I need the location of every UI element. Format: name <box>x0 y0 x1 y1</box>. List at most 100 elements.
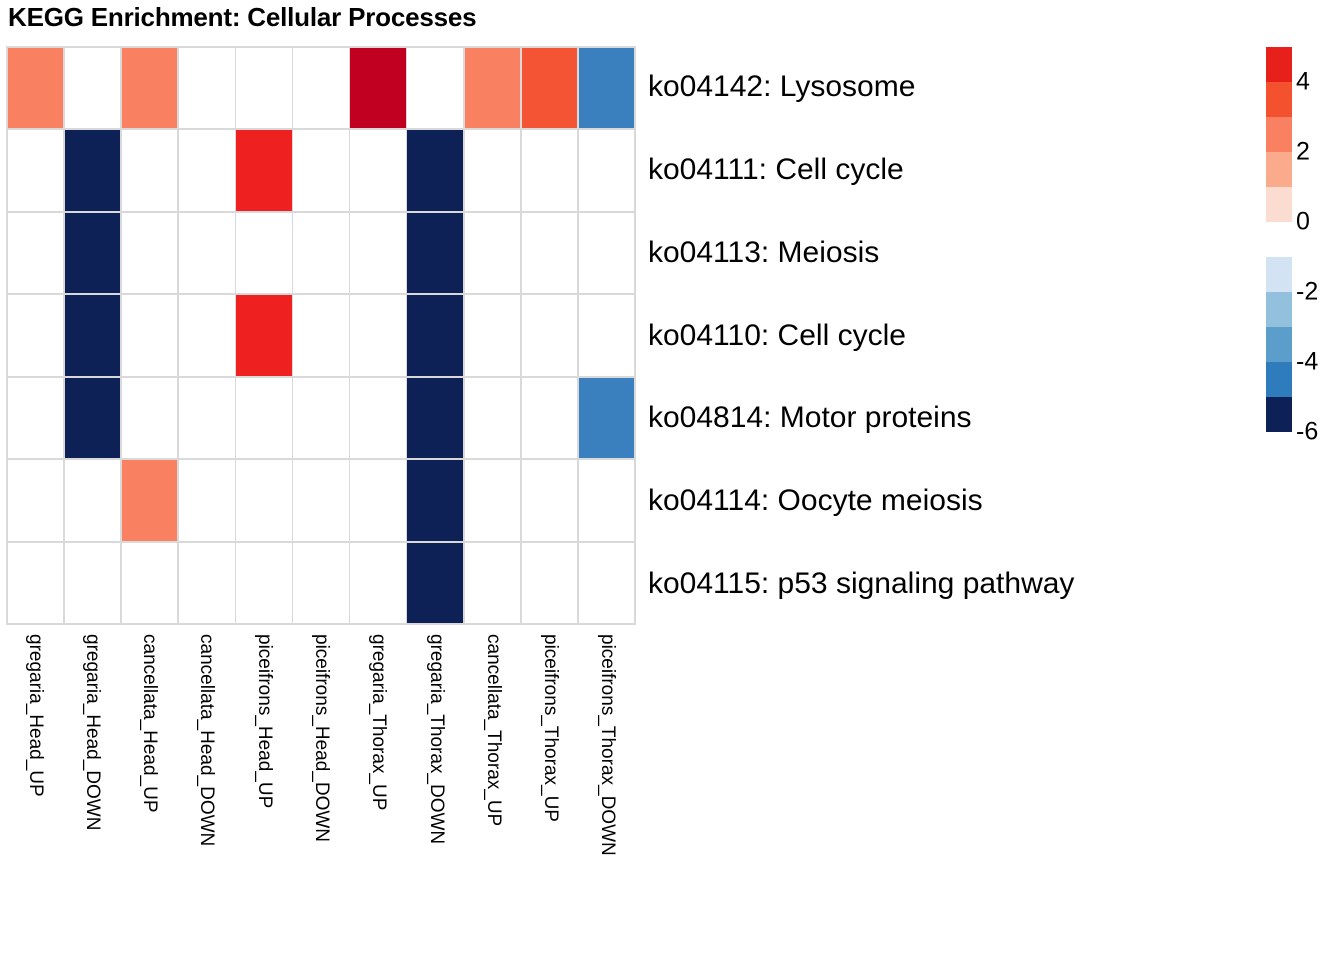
legend-swatch <box>1266 222 1292 257</box>
column-label: cancellata_Thorax_UP <box>482 634 504 827</box>
heatmap-cell <box>236 377 292 459</box>
heatmap-cell <box>121 377 178 459</box>
legend-tick-label: -2 <box>1296 277 1319 306</box>
heatmap-cell <box>178 130 235 211</box>
heatmap-cell <box>64 130 121 211</box>
heatmap-cell <box>578 295 635 376</box>
column-label: cancellata_Head_UP <box>139 634 161 813</box>
heatmap-cell <box>293 460 349 541</box>
color-legend-bar <box>1266 47 1292 432</box>
heatmap-cell <box>464 212 521 294</box>
heatmap-cell <box>350 47 406 129</box>
row-label: ko04111: Cell cycle <box>648 153 904 187</box>
heatmap-cell <box>350 542 406 624</box>
heatmap-cell <box>178 212 235 294</box>
column-label-cell: piceifrons_Thorax_DOWN <box>579 630 636 950</box>
heatmap-cell <box>7 47 64 129</box>
heatmap-cell <box>350 295 406 376</box>
heatmap-cell <box>7 212 64 294</box>
heatmap-cell <box>521 377 578 459</box>
heatmap-cell <box>407 212 464 294</box>
heatmap-cell <box>407 460 464 541</box>
legend-swatch <box>1266 327 1292 362</box>
heatmap-cell <box>407 47 464 129</box>
heatmap-cell <box>7 130 64 211</box>
heatmap-cell <box>521 212 578 294</box>
column-label: cancellata_Head_DOWN <box>196 634 218 847</box>
heatmap-cell <box>121 47 178 129</box>
legend-swatch <box>1266 187 1292 222</box>
heatmap-cell <box>578 47 635 129</box>
column-label: piceifrons_Thorax_DOWN <box>597 634 619 856</box>
column-label-cell: piceifrons_Head_DOWN <box>292 630 349 950</box>
legend-swatch <box>1266 117 1292 152</box>
row-label: ko04142: Lysosome <box>648 70 916 104</box>
heatmap-cell <box>236 542 292 624</box>
heatmap-cell <box>521 460 578 541</box>
heatmap-cell <box>7 460 64 541</box>
heatmap-cell <box>407 542 464 624</box>
heatmap-cell <box>178 542 235 624</box>
column-label: gregaria_Thorax_UP <box>368 634 390 811</box>
heatmap-cell <box>293 130 349 211</box>
heatmap-cell <box>178 47 235 129</box>
heatmap-cell <box>121 212 178 294</box>
heatmap-cell <box>7 295 64 376</box>
heatmap-cell <box>350 377 406 459</box>
column-label-cell: cancellata_Thorax_UP <box>464 630 521 950</box>
heatmap-cell <box>578 377 635 459</box>
heatmap-cell <box>7 377 64 459</box>
heatmap-cell <box>350 130 406 211</box>
heatmap-cell <box>121 130 178 211</box>
heatmap-cell <box>407 130 464 211</box>
legend-swatch <box>1266 82 1292 117</box>
heatmap-cell <box>293 212 349 294</box>
heatmap-cell <box>64 377 121 459</box>
column-label: piceifrons_Thorax_UP <box>540 634 562 822</box>
heatmap-cell <box>236 212 292 294</box>
heatmap-cell <box>121 460 178 541</box>
heatmap-cell <box>407 377 464 459</box>
legend-tick-label: -4 <box>1296 347 1319 376</box>
column-label: piceifrons_Head_UP <box>253 634 275 809</box>
row-label: ko04113: Meiosis <box>648 235 880 269</box>
heatmap-cell <box>464 47 521 129</box>
heatmap-cell <box>121 295 178 376</box>
heatmap-cell <box>64 295 121 376</box>
row-label: ko04814: Motor proteins <box>648 401 972 435</box>
column-label: piceifrons_Head_DOWN <box>310 634 332 843</box>
heatmap-cell <box>7 542 64 624</box>
legend-swatch <box>1266 257 1292 292</box>
heatmap-cell <box>64 212 121 294</box>
heatmap-cell <box>464 130 521 211</box>
heatmap-cell <box>178 460 235 541</box>
heatmap-cell <box>407 295 464 376</box>
column-label-cell: gregaria_Head_DOWN <box>63 630 120 950</box>
heatmap-cell <box>236 460 292 541</box>
heatmap-cell <box>521 542 578 624</box>
heatmap-cell <box>236 130 292 211</box>
heatmap-cell <box>578 542 635 624</box>
heatmap-cell <box>521 130 578 211</box>
heatmap-cell <box>578 212 635 294</box>
column-label-cell: cancellata_Head_DOWN <box>178 630 235 950</box>
heatmap-column-labels: gregaria_Head_UP gregaria_Head_DOWN cancel… <box>6 630 636 950</box>
column-label-cell: cancellata_Head_UP <box>121 630 178 950</box>
heatmap-cell <box>464 460 521 541</box>
legend-tick-label: 0 <box>1296 207 1310 236</box>
heatmap-cell <box>578 460 635 541</box>
heatmap-cell <box>64 542 121 624</box>
heatmap-cell <box>350 460 406 541</box>
column-label: gregaria_Head_DOWN <box>81 634 103 831</box>
heatmap-cell <box>178 377 235 459</box>
legend-swatch <box>1266 292 1292 327</box>
legend-tick-label: 4 <box>1296 67 1310 96</box>
legend-tick-label: -6 <box>1296 417 1319 446</box>
legend-swatch <box>1266 152 1292 187</box>
column-label: gregaria_Head_UP <box>24 634 46 797</box>
heatmap-cell <box>293 295 349 376</box>
heatmap-cell <box>293 542 349 624</box>
heatmap-cell <box>578 130 635 211</box>
column-label-cell: piceifrons_Head_UP <box>235 630 292 950</box>
